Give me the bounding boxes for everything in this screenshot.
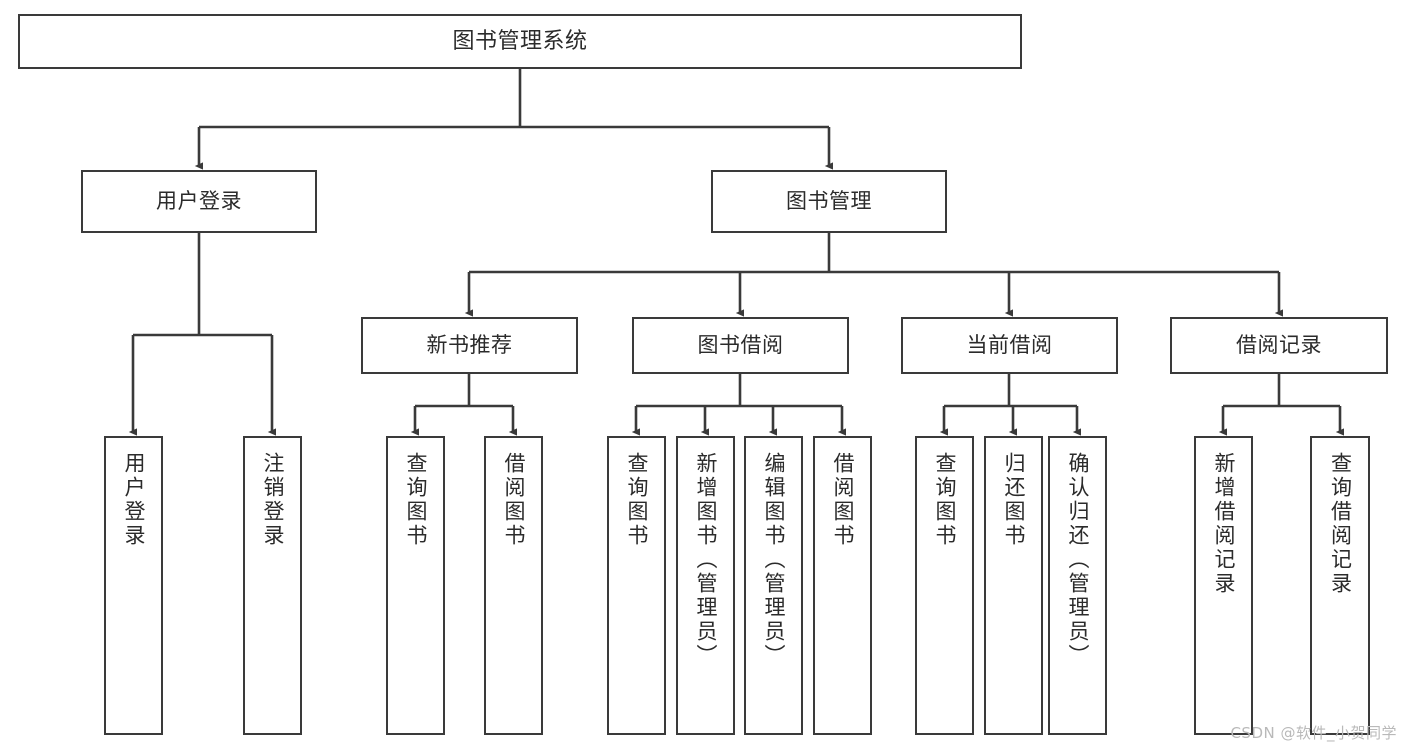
node-root-label: 图书管理系统 [452, 28, 588, 54]
node-leaf-logout-login-label: 注销登录 [261, 452, 285, 548]
node-leaf-query-book-1-label: 查询图书 [404, 452, 428, 548]
node-leaf-add-record-label: 新增借阅记录 [1212, 452, 1236, 596]
node-root[interactable]: 图书管理系统 [18, 14, 1022, 69]
node-leaf-query-record-label: 查询借阅记录 [1328, 452, 1353, 596]
node-leaf-query-book-3[interactable]: 查询图书 [915, 436, 974, 735]
node-book-borrow-label: 图书借阅 [697, 333, 784, 358]
node-leaf-user-login-label: 用户登录 [122, 452, 146, 548]
node-current-borrow-label: 当前借阅 [966, 333, 1053, 358]
node-book-borrow[interactable]: 图书借阅 [632, 317, 849, 374]
node-leaf-borrow-book-2-label: 借阅图书 [831, 452, 855, 548]
node-leaf-confirm-return-label: 确认归还（管理员） [1066, 452, 1090, 668]
node-leaf-edit-book-label: 编辑图书（管理员） [762, 452, 786, 668]
node-borrow-record[interactable]: 借阅记录 [1170, 317, 1388, 374]
node-leaf-return-book-label: 归还图书 [1002, 452, 1026, 548]
node-book-manage-label: 图书管理 [786, 189, 872, 214]
node-leaf-return-book[interactable]: 归还图书 [984, 436, 1043, 735]
node-leaf-add-book[interactable]: 新增图书（管理员） [676, 436, 735, 735]
node-borrow-record-label: 借阅记录 [1236, 333, 1322, 358]
node-leaf-borrow-book-1[interactable]: 借阅图书 [484, 436, 543, 735]
node-book-manage[interactable]: 图书管理 [711, 170, 947, 233]
node-leaf-query-book-1[interactable]: 查询图书 [386, 436, 445, 735]
node-user-login[interactable]: 用户登录 [81, 170, 317, 233]
node-user-login-label: 用户登录 [156, 189, 242, 214]
node-leaf-query-record[interactable]: 查询借阅记录 [1310, 436, 1370, 735]
node-leaf-edit-book[interactable]: 编辑图书（管理员） [744, 436, 803, 735]
node-current-borrow[interactable]: 当前借阅 [901, 317, 1118, 374]
node-leaf-query-book-2[interactable]: 查询图书 [607, 436, 666, 735]
node-leaf-logout-login[interactable]: 注销登录 [243, 436, 302, 735]
node-leaf-add-book-label: 新增图书（管理员） [694, 452, 718, 668]
node-new-book-recommend-label: 新书推荐 [426, 333, 513, 358]
node-leaf-query-book-2-label: 查询图书 [625, 452, 649, 548]
node-leaf-borrow-book-2[interactable]: 借阅图书 [813, 436, 872, 735]
node-leaf-borrow-book-1-label: 借阅图书 [502, 452, 526, 548]
node-leaf-query-book-3-label: 查询图书 [933, 452, 957, 548]
node-new-book-recommend[interactable]: 新书推荐 [361, 317, 578, 374]
node-leaf-add-record[interactable]: 新增借阅记录 [1194, 436, 1253, 735]
node-leaf-user-login[interactable]: 用户登录 [104, 436, 163, 735]
node-leaf-confirm-return[interactable]: 确认归还（管理员） [1048, 436, 1107, 735]
